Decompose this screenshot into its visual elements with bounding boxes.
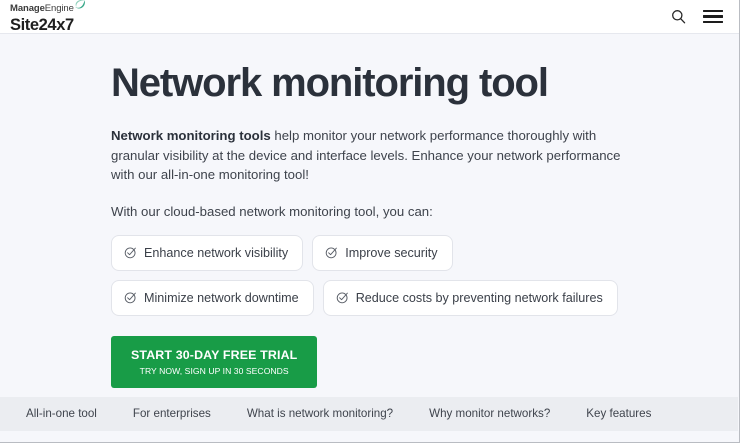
cta-wrapper: START 30-DAY FREE TRIAL TRY NOW, SIGN UP…: [111, 335, 739, 388]
benefit-chip-label: Minimize network downtime: [144, 290, 299, 305]
hamburger-bars: [703, 9, 723, 24]
hero-description: Network monitoring tools help monitor yo…: [111, 126, 641, 185]
check-circle-icon: [124, 292, 136, 304]
start-free-trial-button[interactable]: START 30-DAY FREE TRIAL TRY NOW, SIGN UP…: [111, 335, 318, 388]
manageengine-wordmark: ManageEngine: [10, 0, 86, 14]
benefit-chip-reduce-costs[interactable]: Reduce costs by preventing network failu…: [322, 279, 618, 316]
section-nav-item-key-features[interactable]: Key features: [586, 407, 652, 420]
site-header: ManageEngine Site24x7: [0, 0, 739, 34]
header-actions: [669, 7, 725, 26]
check-circle-icon: [325, 247, 337, 259]
benefit-chip-label: Reduce costs by preventing network failu…: [355, 290, 603, 305]
benefit-chip-improve-security[interactable]: Improve security: [312, 234, 453, 271]
section-nav-item-what-is-network-monitoring[interactable]: What is network monitoring?: [246, 407, 394, 420]
benefit-chip-row: Enhance network visibility Improve secur…: [111, 234, 641, 316]
manageengine-swoosh-icon: [74, 0, 85, 9]
search-icon[interactable]: [669, 7, 688, 26]
hero-description-bold: Network monitoring tools: [111, 128, 271, 143]
benefit-chip-label: Improve security: [345, 245, 438, 260]
check-circle-icon: [336, 292, 348, 304]
brand-manage-text: Manage: [10, 3, 45, 14]
hero-description-rest: help monitor your network performance th…: [111, 128, 621, 182]
benefit-chip-minimize-network-downtime[interactable]: Minimize network downtime: [111, 279, 314, 316]
cta-secondary-label: TRY NOW, SIGN UP IN 30 SECONDS: [139, 365, 289, 376]
hero-lead-text: With our cloud-based network monitoring …: [111, 203, 433, 219]
check-circle-icon: [124, 247, 136, 259]
page-title: Network monitoring tool: [111, 61, 549, 105]
section-nav-item-why-monitor-networks[interactable]: Why monitor networks?: [429, 407, 551, 420]
brand-engine-text: Engine: [44, 3, 74, 14]
section-nav-item-all-in-one-tool[interactable]: All-in-one tool: [26, 407, 97, 420]
brand-logo[interactable]: ManageEngine Site24x7: [6, 0, 86, 34]
section-nav-item-for-enterprises[interactable]: For enterprises: [132, 407, 211, 420]
section-nav: All-in-one tool For enterprises What is …: [0, 397, 738, 431]
benefit-chip-enhance-network-visibility[interactable]: Enhance network visibility: [111, 234, 304, 271]
cta-primary-label: START 30-DAY FREE TRIAL: [131, 347, 298, 362]
benefit-chip-label: Enhance network visibility: [144, 245, 289, 260]
hamburger-menu-icon[interactable]: [701, 8, 725, 26]
hero-section: Network monitoring tool Network monitori…: [0, 34, 739, 398]
site24x7-wordmark: Site24x7: [10, 16, 74, 34]
